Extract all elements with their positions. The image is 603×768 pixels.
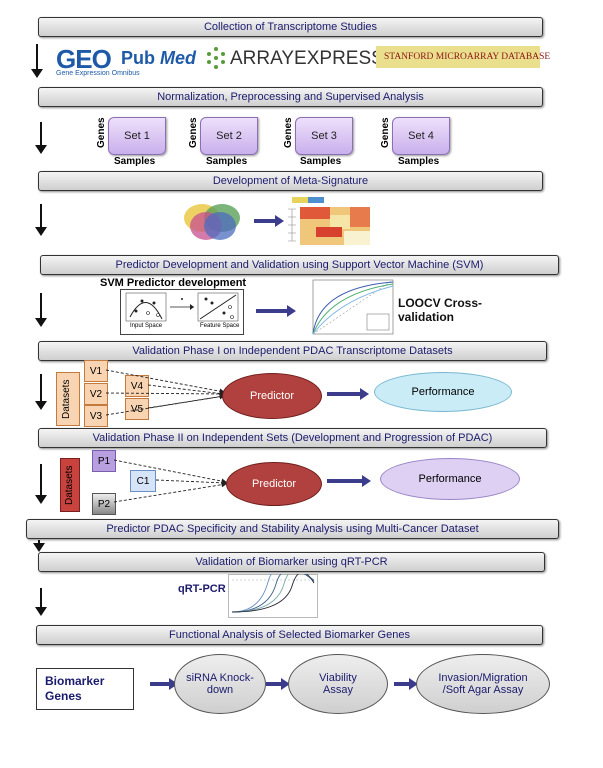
step-validation-1: Validation Phase I on Independent PDAC T… [38, 341, 547, 361]
phase1-datasets: Datasets [56, 372, 80, 426]
genes-label-2: Genes [188, 117, 199, 148]
genes-label-4: Genes [380, 117, 391, 148]
step-qrt-validation: Validation of Biomarker using qRT-PCR [38, 552, 545, 572]
phase2-predictor: Predictor [226, 462, 322, 506]
stanford-logo-text: STANFORD MICROARRAY DATABASE [384, 52, 551, 62]
step-specificity: Predictor PDAC Specificity and Stability… [26, 519, 559, 539]
phase2-performance: Performance [380, 458, 520, 500]
phase1-dashed-arrows [106, 369, 225, 416]
genes-label-1: Genes [96, 117, 107, 148]
set-3: Set 3 [295, 117, 353, 155]
flow-arrow-1 [31, 44, 43, 78]
step-collection: Collection of Transcriptome Studies [38, 17, 543, 37]
phase1-predictor-arrow [327, 388, 369, 400]
heatmap-icon [288, 197, 370, 245]
svm-input-space-label: Input Space [130, 323, 163, 329]
biomarker-genes-box: Biomarker Genes [36, 668, 134, 710]
step-validation-2: Validation Phase II on Independent Sets … [38, 428, 547, 448]
biomarker-arrow [150, 678, 178, 690]
step-svm: Predictor Development and Validation usi… [40, 255, 559, 275]
phase1-datasets-label: Datasets [61, 379, 72, 419]
phase2-dashed-arrows [114, 459, 227, 503]
step-meta-signature: Development of Meta-Signature [38, 171, 543, 191]
stanford-logo: STANFORD MICROARRAY DATABASE [376, 46, 550, 68]
viability-arrow [394, 678, 418, 690]
svm-diagram-icon [120, 289, 244, 335]
loocv-label: LOOCV Cross-validation [398, 296, 483, 324]
viability-assay: Viability Assay [288, 654, 388, 714]
dataset-c1: C1 [130, 470, 156, 492]
arrayexpress-logo: ARRAYEXPRESS [230, 48, 384, 69]
dataset-v3: V3 [84, 405, 108, 427]
samples-label-2: Samples [206, 156, 248, 167]
venn-diagram-icon [184, 204, 240, 240]
flow-arrow-3 [35, 204, 47, 236]
dataset-v1: V1 [84, 360, 108, 382]
flow-arrow-6 [35, 464, 47, 504]
geo-subtitle: Gene Expression Omnibus [56, 70, 140, 77]
geo-logo: GEO [56, 44, 112, 74]
meta-arrow [254, 215, 284, 227]
arrayexpress-icon [207, 47, 225, 69]
svm-arrow [256, 305, 296, 317]
samples-label-1: Samples [114, 156, 156, 167]
phase2-datasets-label: Datasets [64, 465, 75, 505]
phase1-predictor: Predictor [222, 373, 322, 419]
roc-curve-icon [312, 279, 394, 335]
pubmed-logo-a: Pub [121, 48, 155, 68]
dataset-p1: P1 [92, 450, 116, 472]
dataset-p2: P2 [92, 493, 116, 515]
samples-label-4: Samples [398, 156, 440, 167]
qrt-pcr-label: qRT-PCR [178, 583, 226, 595]
set-1: Set 1 [108, 117, 166, 155]
samples-label-3: Samples [300, 156, 342, 167]
flow-arrow-7 [33, 540, 45, 552]
svm-title: SVM Predictor development [100, 277, 247, 289]
flow-arrow-4 [35, 293, 47, 327]
phase2-predictor-arrow [327, 475, 371, 487]
flow-arrow-2 [35, 122, 47, 154]
set-4: Set 4 [392, 117, 450, 155]
dataset-v5: V5 [125, 398, 149, 420]
svm-feature-space-label: Feature Space [200, 323, 240, 329]
invasion-assay: Invasion/Migration /Soft Agar Assay [416, 654, 550, 714]
flow-arrow-5 [35, 374, 47, 410]
step-functional: Functional Analysis of Selected Biomarke… [36, 625, 543, 645]
genes-label-3: Genes [283, 117, 294, 148]
dataset-v2: V2 [84, 383, 108, 405]
sirna-knockdown: siRNA Knock-down [174, 654, 266, 714]
qrt-pcr-curve-icon [228, 574, 318, 618]
phase1-performance: Performance [374, 372, 512, 412]
flow-arrow-8 [35, 588, 47, 616]
set-2: Set 2 [200, 117, 258, 155]
biomarker-genes-label: Biomarker Genes [45, 674, 105, 703]
phase2-datasets: Datasets [60, 458, 80, 512]
step-normalization: Normalization, Preprocessing and Supervi… [38, 87, 543, 107]
pubmed-logo-b: Med [160, 48, 196, 68]
sirna-arrow [266, 678, 290, 690]
